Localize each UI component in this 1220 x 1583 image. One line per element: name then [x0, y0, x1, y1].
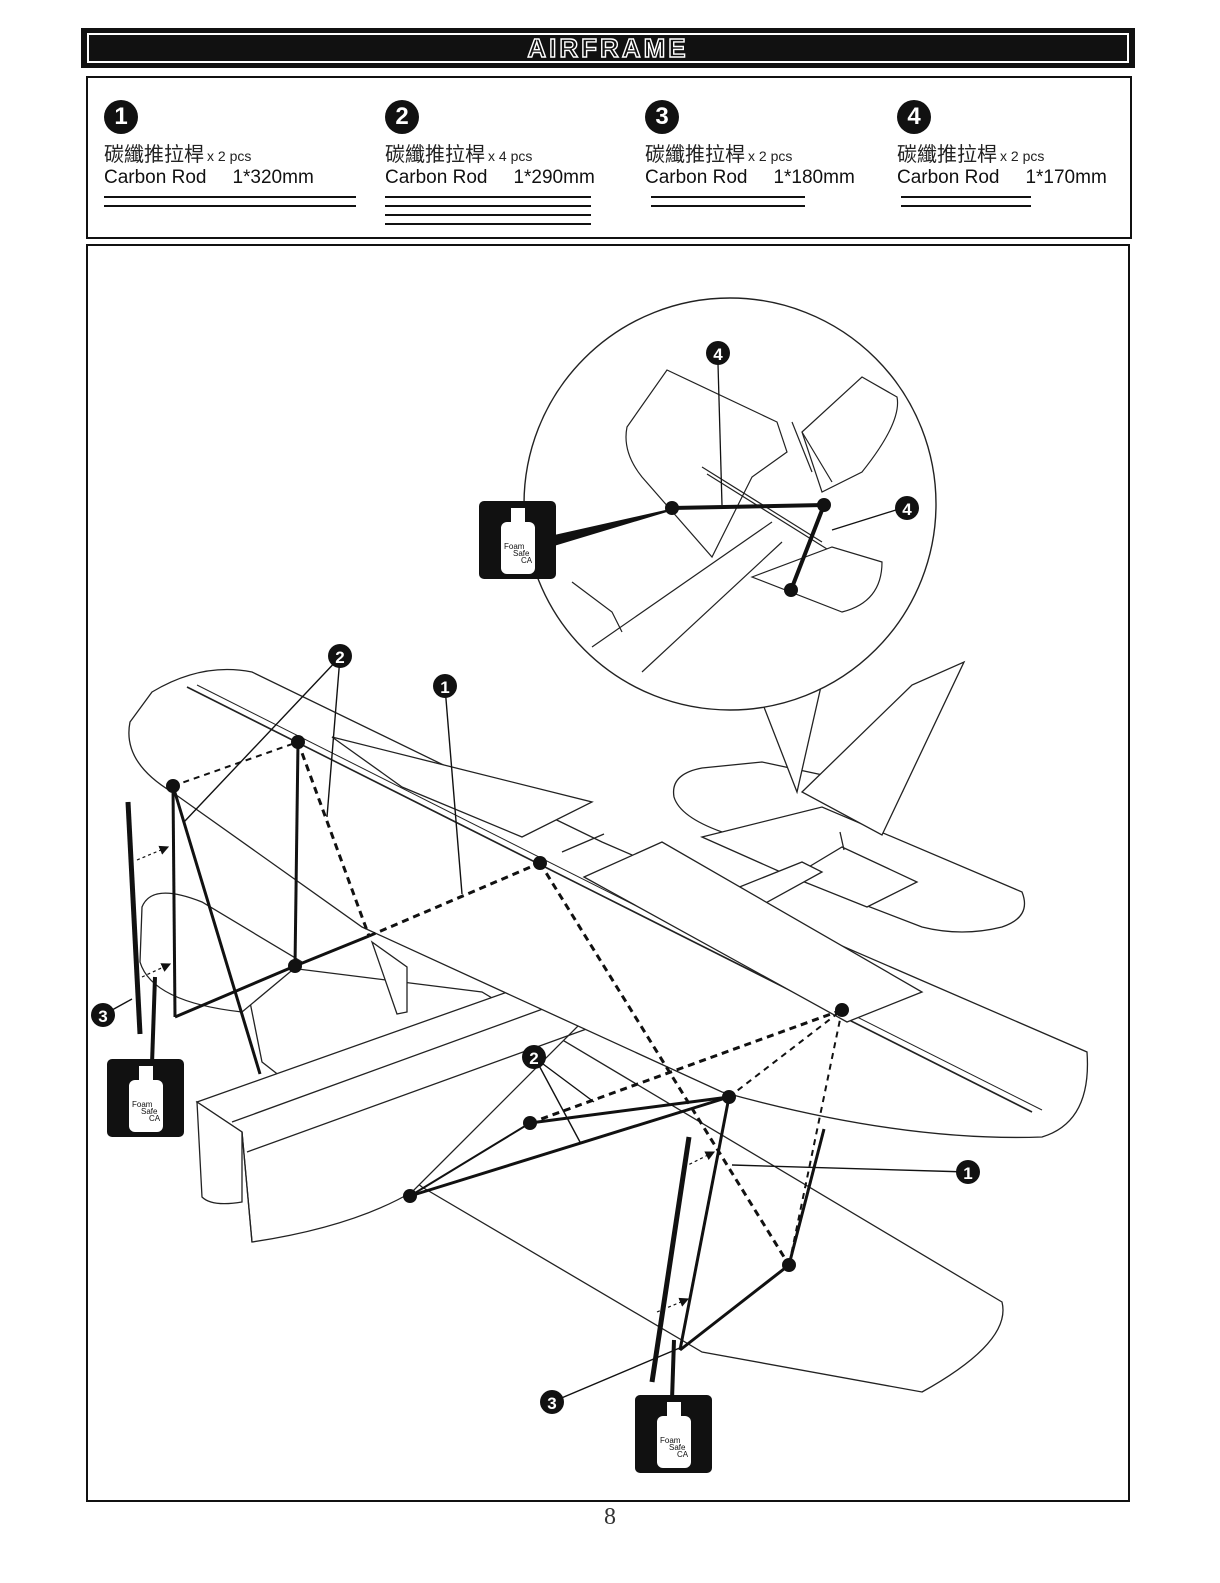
callout-badge: 1: [433, 674, 457, 698]
svg-text:CA: CA: [677, 1450, 689, 1459]
callout-badge: 4: [706, 341, 730, 365]
part-chinese-name: 碳纖推拉桿: [645, 142, 745, 166]
part-number-badge: 4: [897, 100, 931, 134]
rod-line: [385, 214, 591, 216]
part-quantity: x 2 pcs: [207, 148, 251, 164]
part-size: 1*320mm: [232, 167, 313, 188]
part-chinese-name: 碳纖推拉桿: [104, 142, 204, 166]
part-quantity: x 4 pcs: [488, 148, 532, 164]
glue-point: [817, 498, 831, 512]
glue-point: [835, 1003, 849, 1017]
callout-badge: 3: [91, 1003, 115, 1027]
svg-text:3: 3: [98, 1007, 107, 1026]
rod-line: [651, 205, 805, 207]
svg-text:4: 4: [902, 500, 912, 519]
part-size: 1*170mm: [1025, 167, 1106, 188]
part-english-name: Carbon Rod: [104, 167, 206, 188]
rod-illustration: [104, 196, 356, 207]
rod-3-left-loose: [128, 802, 140, 1034]
part-chinese-name: 碳纖推拉桿: [385, 142, 485, 166]
part-size: 1*180mm: [773, 167, 854, 188]
rod-illustration: [385, 196, 591, 225]
section-title-bar: AIRFRAME: [81, 28, 1135, 68]
glue-point: [523, 1116, 537, 1130]
svg-text:3: 3: [547, 1394, 556, 1413]
part-chinese-name: 碳纖推拉桿: [897, 142, 997, 166]
svg-text:2: 2: [335, 648, 344, 667]
rod-line: [385, 205, 591, 207]
svg-text:1: 1: [440, 678, 449, 697]
part-english-name: Carbon Rod: [897, 167, 999, 188]
glue-point: [784, 583, 798, 597]
rod-line: [104, 205, 356, 207]
biplane-illustration: 4 4 2 1 3 2 1: [88, 246, 1130, 1502]
part-quantity: x 2 pcs: [748, 148, 792, 164]
part-quantity: x 2 pcs: [1000, 148, 1044, 164]
glue-point: [291, 735, 305, 749]
svg-text:1: 1: [963, 1164, 972, 1183]
part-number-badge: 2: [385, 100, 419, 134]
assembly-diagram: 4 4 2 1 3 2 1: [86, 244, 1130, 1502]
glue-bottle-icon: Foam Safe CA: [635, 1395, 712, 1473]
glue-point: [533, 856, 547, 870]
rod-illustration: [901, 196, 1031, 207]
svg-text:CA: CA: [149, 1114, 161, 1123]
glue-point: [782, 1258, 796, 1272]
glue-bottle-icon: Foam Safe CA: [479, 501, 556, 579]
callout-badge: 2: [522, 1045, 546, 1069]
callout-badge: 1: [956, 1160, 980, 1184]
svg-text:4: 4: [713, 345, 723, 364]
page-number: 8: [0, 1504, 1220, 1531]
rod-line: [104, 196, 356, 198]
section-title: AIRFRAME: [527, 35, 688, 61]
callout-badge: 3: [540, 1390, 564, 1414]
rod-illustration: [651, 196, 805, 207]
callout-badge: 2: [328, 644, 352, 668]
part-size: 1*290mm: [513, 167, 594, 188]
part-english-name: Carbon Rod: [385, 167, 487, 188]
rod-line: [651, 196, 805, 198]
part-number-badge: 3: [645, 100, 679, 134]
glue-point: [403, 1189, 417, 1203]
rod-line: [901, 196, 1031, 198]
glue-point: [722, 1090, 736, 1104]
part-number-badge: 1: [104, 100, 138, 134]
detail-zoom-circle: [524, 298, 936, 792]
svg-text:CA: CA: [521, 556, 533, 565]
rod-line: [901, 205, 1031, 207]
glue-bottle-icon: Foam Safe CA: [107, 1059, 184, 1137]
rod-line: [385, 196, 591, 198]
part-english-name: Carbon Rod: [645, 167, 747, 188]
rod-line: [385, 223, 591, 225]
svg-text:2: 2: [529, 1049, 538, 1068]
glue-point: [166, 779, 180, 793]
glue-point: [665, 501, 679, 515]
callout-badge: 4: [895, 496, 919, 520]
glue-point: [288, 959, 302, 973]
part-4: 4 碳纖推拉桿x 2 pcs Carbon Rod 1*170mm: [897, 100, 1107, 207]
rod-left-interplane: [173, 786, 175, 1017]
